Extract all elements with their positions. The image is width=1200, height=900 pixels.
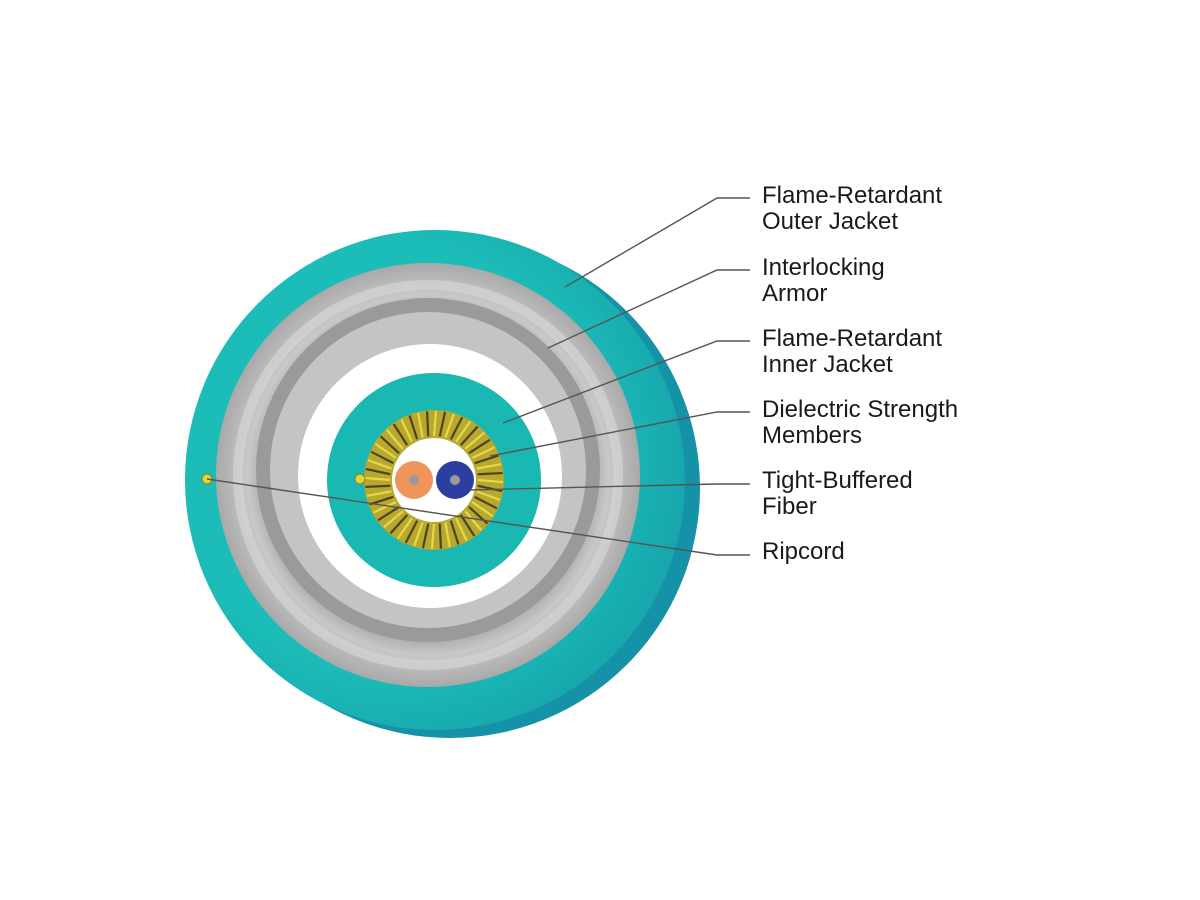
yarn-strand: [455, 517, 468, 542]
ripcord-inner: [354, 473, 366, 485]
label-strength-line1: Dielectric Strength: [762, 396, 959, 423]
label-strength-line2: Members: [762, 422, 863, 449]
yarn-strand: [385, 429, 404, 450]
yarn-strand: [383, 510, 404, 529]
yarn-strand: [477, 471, 503, 476]
label-ripcord-line1: Ripcord: [762, 538, 845, 565]
yarn-strand: [404, 520, 419, 544]
yarn-strand: [444, 413, 455, 438]
yarn-strand: [468, 438, 491, 455]
yarn-strand: [366, 490, 392, 497]
yarn-strand: [374, 442, 397, 459]
yarn-strand: [438, 523, 443, 549]
yarn-strand: [474, 495, 498, 510]
label-tight-buffered-fiber: Tight-Buffered Fiber: [762, 468, 913, 520]
label-inner-jacket-line2: Inner Jacket: [762, 351, 893, 378]
leader-armor: [547, 269, 750, 349]
leader-strength: [489, 411, 750, 457]
leader-inner-jacket: [502, 340, 750, 424]
yarn-strand: [430, 523, 436, 550]
tight-buffered-fibers: [395, 461, 474, 499]
yarn-strand: [417, 412, 424, 438]
yarn-strand: [370, 450, 394, 465]
yarn-strand: [459, 514, 476, 537]
label-outer-jacket: Flame-Retardant Outer Jacket: [762, 183, 942, 235]
yarn-strand: [477, 484, 503, 493]
fiber-orange-core: [409, 475, 419, 485]
yarn-strand: [379, 435, 400, 455]
yarn-strand: [449, 520, 460, 545]
label-armor-line1: Interlocking: [762, 254, 885, 281]
yarn-strand: [425, 411, 430, 437]
yarn-strand: [421, 523, 430, 549]
yarn-strand: [392, 423, 409, 446]
strength-core-space: [392, 438, 476, 522]
leader-ripcord: [206, 478, 750, 556]
armor-ridge: [233, 280, 623, 670]
label-fiber-line1: Tight-Buffered: [762, 467, 913, 494]
yarn-strand: [408, 415, 419, 440]
yarn-strands: [364, 410, 504, 550]
yarn-strand: [396, 517, 413, 540]
label-armor: Interlocking Armor: [762, 255, 885, 307]
yarn-strand: [365, 484, 391, 489]
fiber-blue-core: [450, 475, 460, 485]
yarn-strand: [464, 431, 485, 450]
yarn-strand: [377, 505, 400, 522]
yarn-strand: [367, 459, 392, 470]
yarn-strand: [449, 416, 464, 440]
yarn-strand: [459, 425, 479, 446]
label-ripcord: Ripcord: [762, 539, 845, 565]
yarn-strand: [432, 410, 438, 437]
label-outer-jacket-line2: Outer Jacket: [762, 208, 899, 235]
yarn-strand: [365, 467, 391, 476]
label-inner-jacket-line1: Flame-Retardant: [762, 325, 943, 352]
leader-fiber: [469, 483, 750, 491]
label-fiber-line2: Fiber: [762, 493, 817, 520]
yarn-strand: [438, 411, 447, 437]
yarn-strand: [444, 522, 451, 548]
yarn-strand: [474, 454, 499, 465]
yarn-strand: [372, 501, 397, 514]
yarn-strand: [455, 420, 472, 443]
leader-lines: [206, 197, 750, 556]
yarn-strand: [413, 522, 424, 547]
yarn-strand: [477, 478, 504, 484]
label-inner-jacket: Flame-Retardant Inner Jacket: [762, 326, 942, 378]
label-armor-line2: Armor: [762, 280, 828, 307]
yarn-strand: [389, 514, 409, 535]
leader-outer-jacket: [564, 197, 750, 288]
yarn-strand: [400, 418, 413, 443]
yarn-strand: [464, 510, 483, 531]
label-outer-jacket-line1: Flame-Retardant: [762, 182, 943, 209]
yarn-strand: [471, 501, 494, 518]
yarn-strand: [471, 446, 496, 459]
yarn-strand: [364, 476, 391, 482]
yarn-strand: [476, 490, 501, 501]
yarn-strand: [476, 463, 502, 470]
dielectric-strength-members: [364, 410, 504, 550]
label-strength-members: Dielectric Strength Members: [762, 397, 958, 449]
